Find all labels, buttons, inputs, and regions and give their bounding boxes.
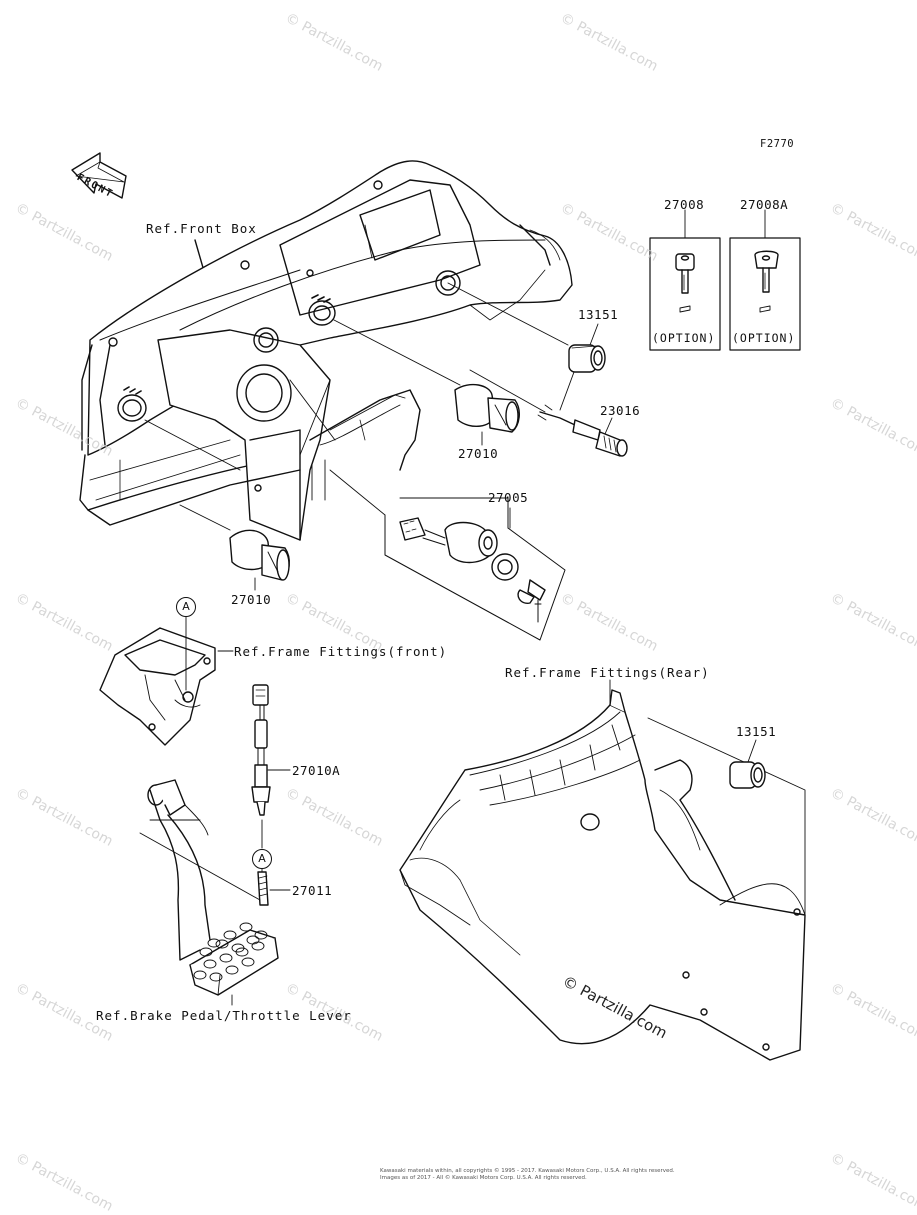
- frame-fitting-front: [99, 627, 216, 746]
- harness-23016: [537, 404, 628, 457]
- key-number-27008A: 27008A: [740, 197, 789, 212]
- copyright-line-1: Kawasaki materials within, all copyright…: [380, 1168, 675, 1174]
- part-number-27010-mid: 27010: [458, 446, 499, 461]
- part-number-27010-low: 27010: [231, 592, 272, 607]
- connector-mark-a: A: [252, 849, 272, 869]
- key-box-27008A: [729, 237, 801, 351]
- brake-pedal: [147, 779, 279, 996]
- ref-frame-fittings-front: Ref.Frame Fittings(front): [234, 644, 448, 659]
- front-arrow-icon: [71, 152, 127, 199]
- connector-mark-a: A: [176, 597, 196, 617]
- front-dash-panel: [79, 160, 573, 541]
- ref-brake-pedal: Ref.Brake Pedal/Throttle Lever: [96, 1008, 352, 1023]
- key-number-27008: 27008: [664, 197, 705, 212]
- part-number-27010A: 27010A: [292, 763, 341, 778]
- ref-frame-fittings-rear: Ref.Frame Fittings(Rear): [505, 665, 710, 680]
- part-number-27011: 27011: [292, 883, 333, 898]
- part-number-23016: 23016: [600, 403, 641, 418]
- key-option-note: (OPTION): [652, 331, 716, 345]
- brake-switch-27010A: [251, 684, 271, 816]
- copyright-line-2: Images as of 2017 - All © Kawasaki Motor…: [380, 1175, 587, 1181]
- ignition-switch-27005: [384, 497, 566, 641]
- key-box-27008: [649, 237, 721, 351]
- figure-code: F2770: [760, 138, 795, 150]
- part-number-27005: 27005: [488, 490, 529, 505]
- socket-13151-rear: [729, 761, 766, 789]
- part-number-13151-rear: 13151: [736, 724, 777, 739]
- part-number-13151-top: 13151: [578, 307, 619, 322]
- switch-27010-low: [229, 529, 290, 581]
- switch-27010-mid: [454, 383, 520, 433]
- socket-13151-top: [568, 344, 606, 373]
- copyright-footer: Kawasaki materials within, all copyright…: [380, 1168, 675, 1182]
- key-option-note: (OPTION): [732, 331, 796, 345]
- ref-front-box: Ref.Front Box: [146, 221, 257, 236]
- spring-27011: [257, 871, 269, 906]
